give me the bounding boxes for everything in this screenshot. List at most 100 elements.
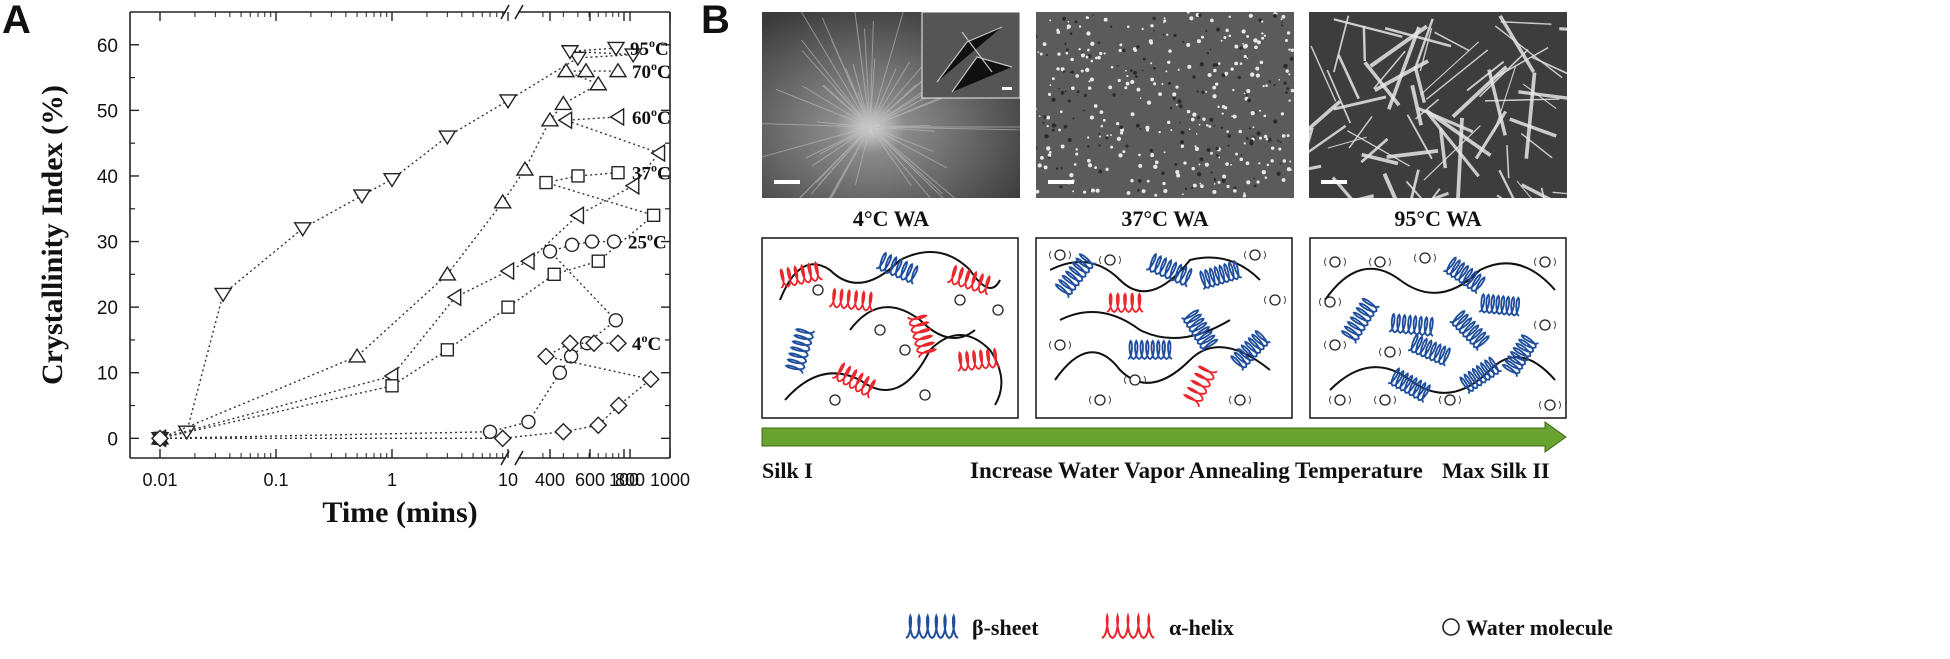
data-point [482, 424, 498, 439]
data-point [382, 172, 402, 188]
data-point [589, 416, 608, 435]
beta-sheet [1388, 367, 1431, 403]
beta-sheet [1443, 256, 1486, 295]
data-point [624, 176, 640, 196]
data-point [609, 334, 627, 353]
water-halo [1379, 347, 1401, 357]
data-point [385, 379, 399, 393]
beta-sheet [1388, 312, 1434, 337]
water-halo [1229, 395, 1251, 405]
series-label: 4oC [632, 331, 661, 355]
water-molecule [1269, 294, 1281, 306]
alpha-helix-legend-icon [1101, 612, 1155, 640]
data-point [623, 48, 643, 64]
water-molecule [1324, 296, 1336, 308]
schematic-box-37c [1035, 237, 1293, 419]
y-tick-label: 50 [97, 101, 118, 122]
y-tick-label: 0 [107, 429, 118, 450]
beta-sheet [1340, 298, 1380, 344]
data-point [609, 107, 625, 127]
data-point [151, 429, 169, 448]
data-point [585, 334, 603, 353]
data-point [446, 288, 462, 307]
data-point [539, 175, 553, 190]
data-point [606, 41, 626, 57]
alpha-helix [957, 347, 1001, 372]
chart-frame [129, 4, 671, 466]
data-point [556, 62, 576, 78]
data-point [561, 334, 579, 353]
water-molecule [1334, 394, 1346, 406]
data-point [293, 222, 312, 237]
schematic-box-95c [1309, 237, 1567, 419]
data-point [568, 51, 588, 67]
water-molecule [829, 394, 841, 406]
series-60c [151, 107, 666, 448]
arrow-center-label: Increase Water Vapor Annealing Temperatu… [970, 458, 1423, 483]
series-line [159, 47, 634, 440]
beta-sheet [1459, 356, 1502, 395]
water-halo [1324, 257, 1346, 267]
x-tick-label: 100 [609, 470, 639, 490]
silk-chain [784, 334, 1003, 406]
x-tick-label: 400 [535, 470, 565, 490]
water-molecule-legend-icon [1442, 618, 1460, 636]
series-25c [152, 234, 624, 446]
data-point [560, 45, 580, 60]
x-tick-label: 800 [615, 470, 645, 490]
data-point [352, 189, 372, 205]
water-molecule [1129, 374, 1141, 386]
data-point [641, 370, 660, 389]
data-point [177, 425, 196, 441]
water-molecule [1329, 256, 1341, 268]
series-line [159, 240, 617, 440]
water-molecule [1094, 394, 1106, 406]
water-molecule [1544, 399, 1556, 411]
x-tick-label: 0.01 [142, 470, 177, 490]
sem-label-95c: 95°C WA [1394, 206, 1482, 231]
silk-chain [779, 251, 1001, 301]
data-point [542, 244, 558, 259]
data-point [557, 110, 573, 130]
y-tick-label: 10 [97, 364, 118, 385]
alpha-helix [1182, 365, 1218, 407]
beta-sheet [1501, 334, 1539, 377]
x-tick-label: 1 [387, 470, 397, 490]
water-molecule [874, 324, 886, 336]
water-molecule-legend-label: Water molecule [1466, 615, 1613, 640]
water-halo [1539, 400, 1561, 410]
water-halo [1414, 253, 1436, 263]
beta-sheet [1478, 292, 1521, 317]
water-halo [1534, 320, 1556, 330]
temperature-arrow [761, 421, 1567, 453]
axis-break-mark [500, 450, 524, 466]
alpha-helix [947, 264, 991, 296]
water-molecule [954, 294, 966, 306]
data-point [591, 254, 605, 268]
data-point [608, 313, 624, 328]
water-halo [1324, 340, 1346, 350]
y-tick-label: 60 [97, 36, 118, 57]
water-halo [1099, 255, 1121, 265]
beta-sheet [1054, 253, 1096, 298]
water-molecule [1234, 394, 1246, 406]
data-point [493, 193, 512, 209]
water-halo [1534, 257, 1556, 267]
beta-sheet [1449, 310, 1490, 351]
silk-chain [1049, 256, 1261, 293]
water-halo [1124, 375, 1146, 385]
beta-sheet [1199, 259, 1243, 291]
water-molecule [1379, 394, 1391, 406]
water-halo [1369, 257, 1391, 267]
beta-sheet [1181, 309, 1219, 352]
data-point [547, 267, 561, 282]
x-tick-label: 1000 [650, 470, 690, 490]
data-point [552, 365, 568, 380]
water-molecule [1054, 249, 1066, 261]
data-point [347, 347, 367, 363]
water-molecule [1444, 394, 1456, 406]
y-tick-label: 40 [97, 167, 118, 188]
alpha-helix [832, 362, 876, 399]
sem-image-37c [1036, 12, 1294, 198]
